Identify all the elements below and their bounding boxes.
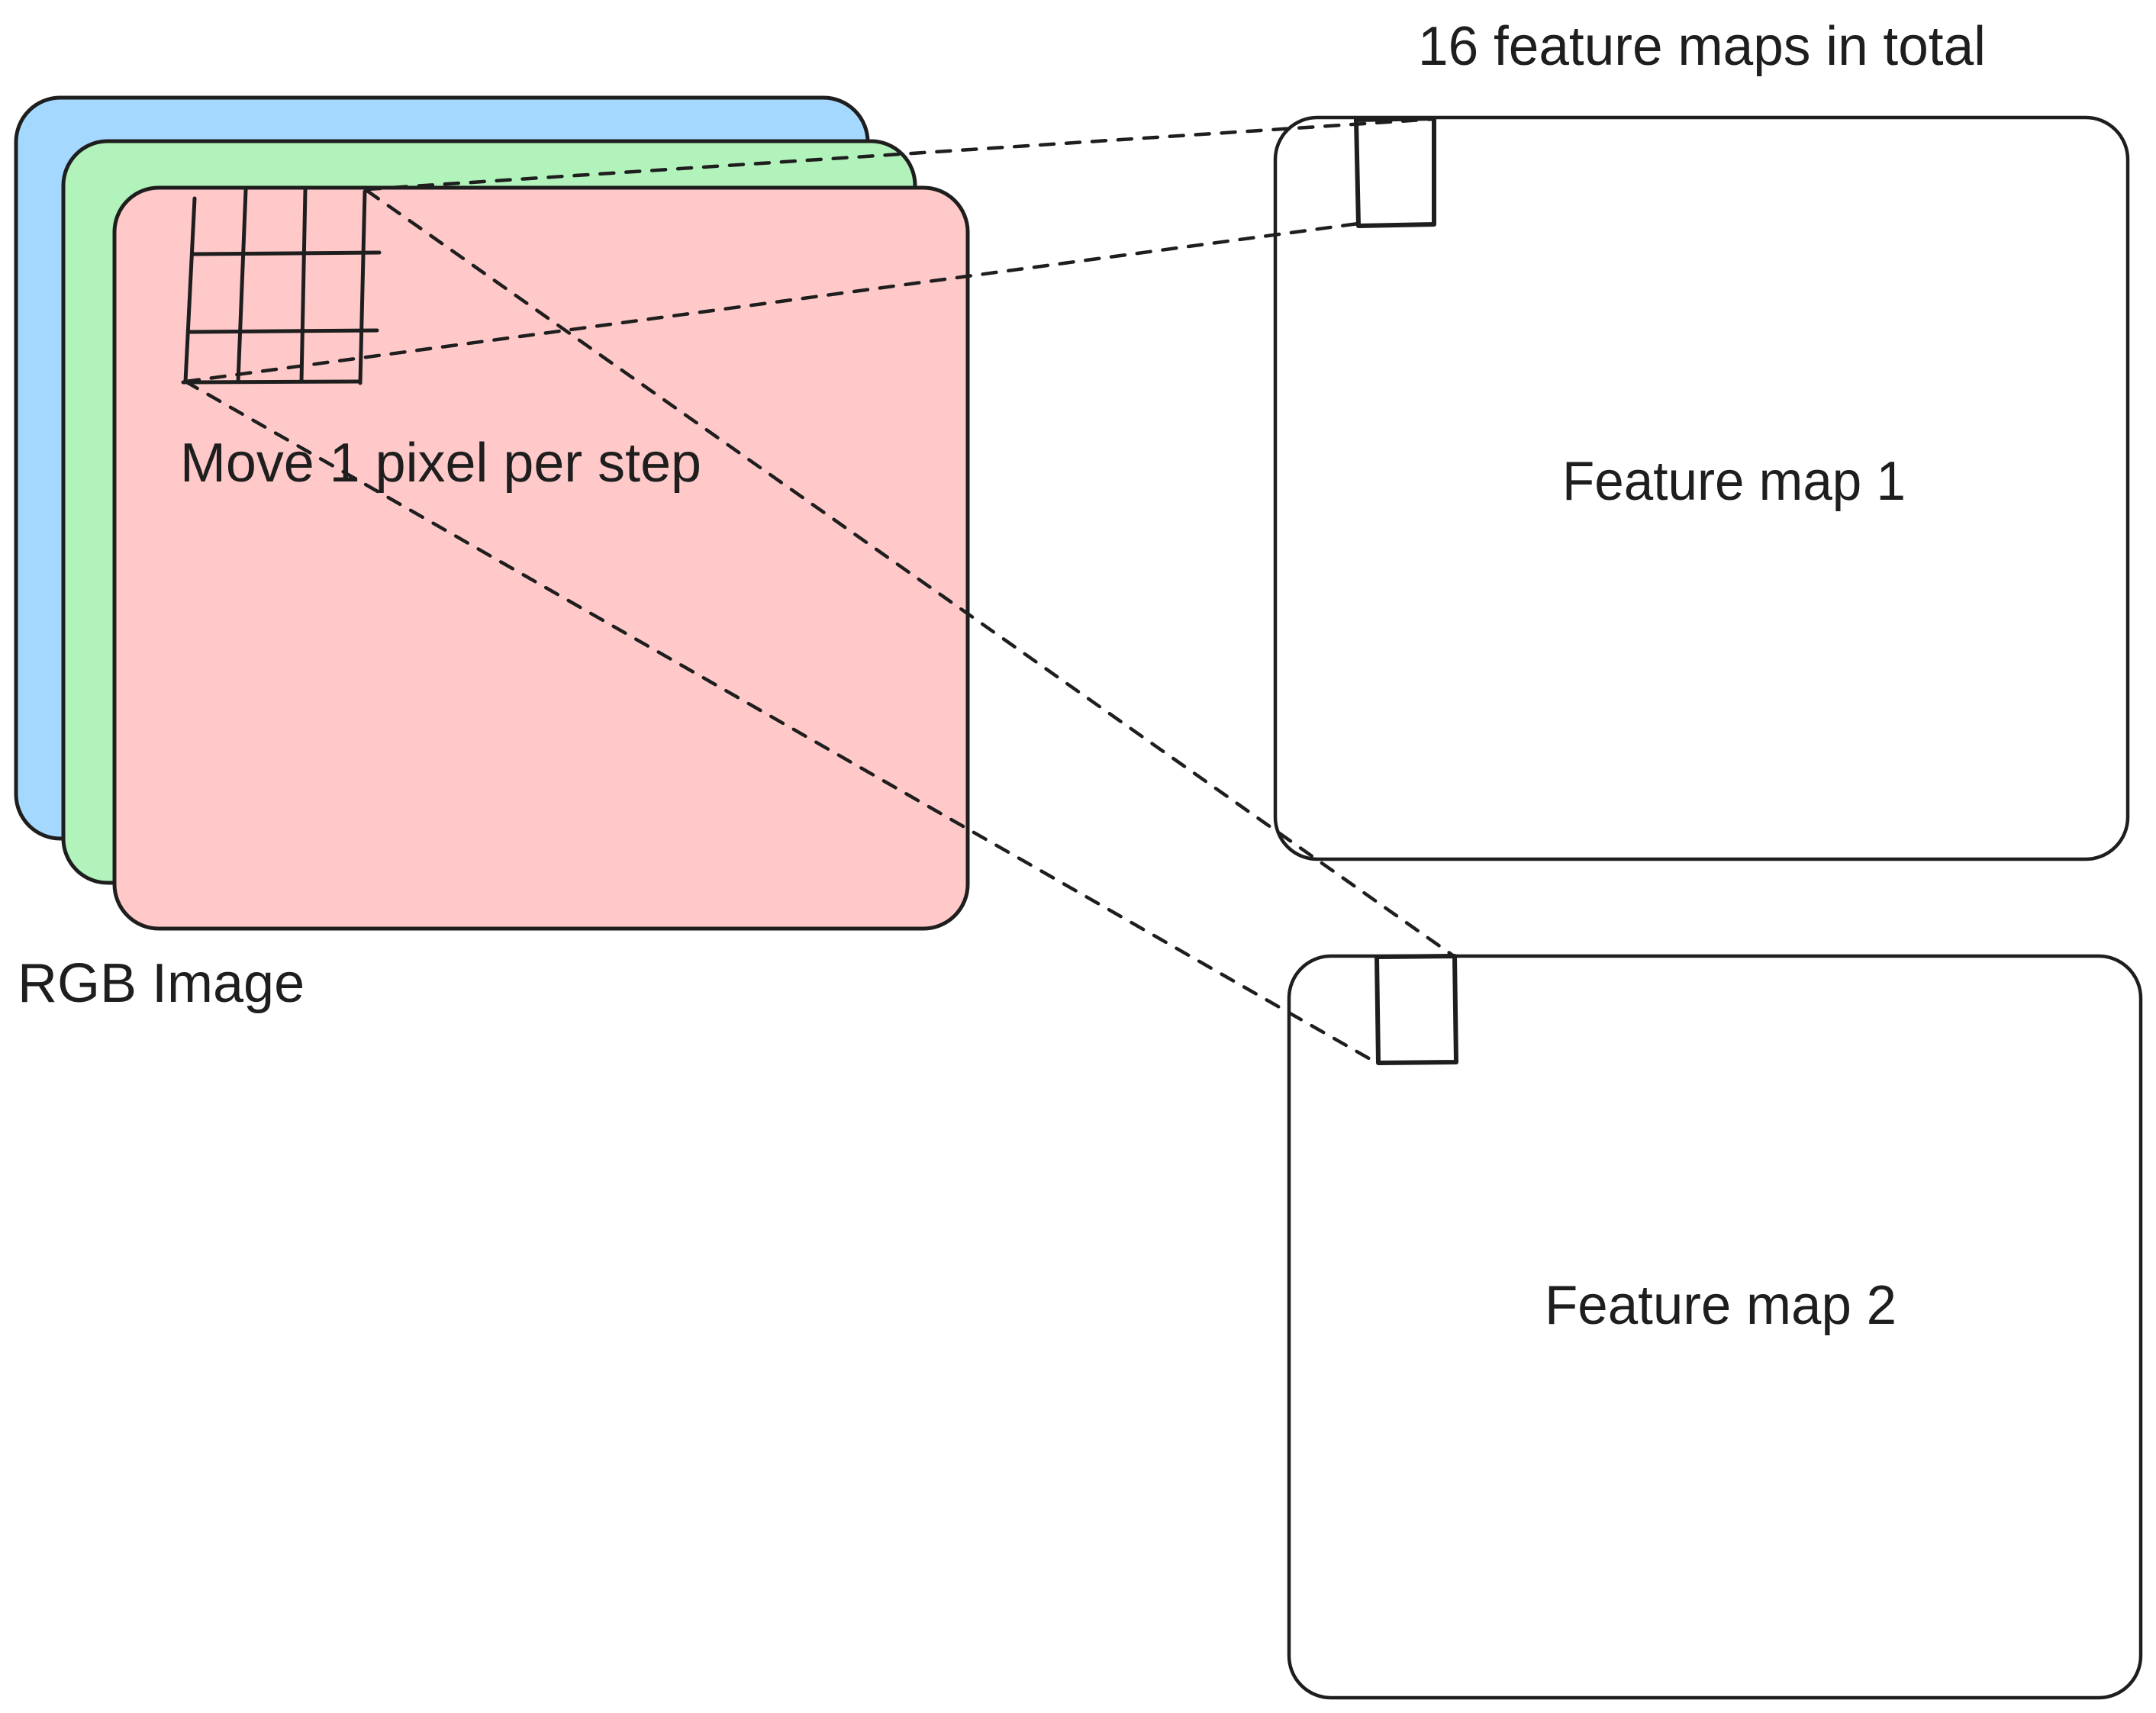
stride-note: Move 1 pixel per step [180, 433, 701, 494]
feature-map-2-label: Feature map 2 [1545, 1275, 1897, 1336]
kernel-grid-line [188, 328, 379, 334]
feature-map-2-output-cell [1374, 954, 1458, 1065]
feature-map-1-frame [1273, 115, 2130, 861]
projection-lines [183, 117, 1456, 1065]
rgb-image-stack [14, 95, 970, 931]
kernel-grid-line [183, 196, 197, 384]
feature-map-2 [1287, 954, 2143, 1700]
feature-map-2-frame [1287, 954, 2143, 1700]
kernel-grid-line [358, 189, 367, 385]
feature-map-1 [1273, 115, 2130, 861]
channel-red [112, 185, 970, 931]
projection-line-fm1-bottom [183, 221, 1361, 384]
rgb-image-label: RGB Image [18, 953, 305, 1014]
kernel-grid-line [299, 188, 308, 384]
projection-line-fm2-top [365, 188, 1456, 958]
projection-line-fm2-bottom [183, 379, 1379, 1065]
kernel-grid-line [191, 250, 382, 256]
kernel-grid [181, 188, 382, 385]
kernel-grid-line [236, 188, 248, 384]
feature-maps-header: 16 feature maps in total [1418, 16, 1986, 77]
feature-map-1-label: Feature map 1 [1562, 451, 1906, 512]
projection-line-fm1-top [365, 117, 1436, 192]
feature-map-1-output-cell [1354, 116, 1436, 228]
